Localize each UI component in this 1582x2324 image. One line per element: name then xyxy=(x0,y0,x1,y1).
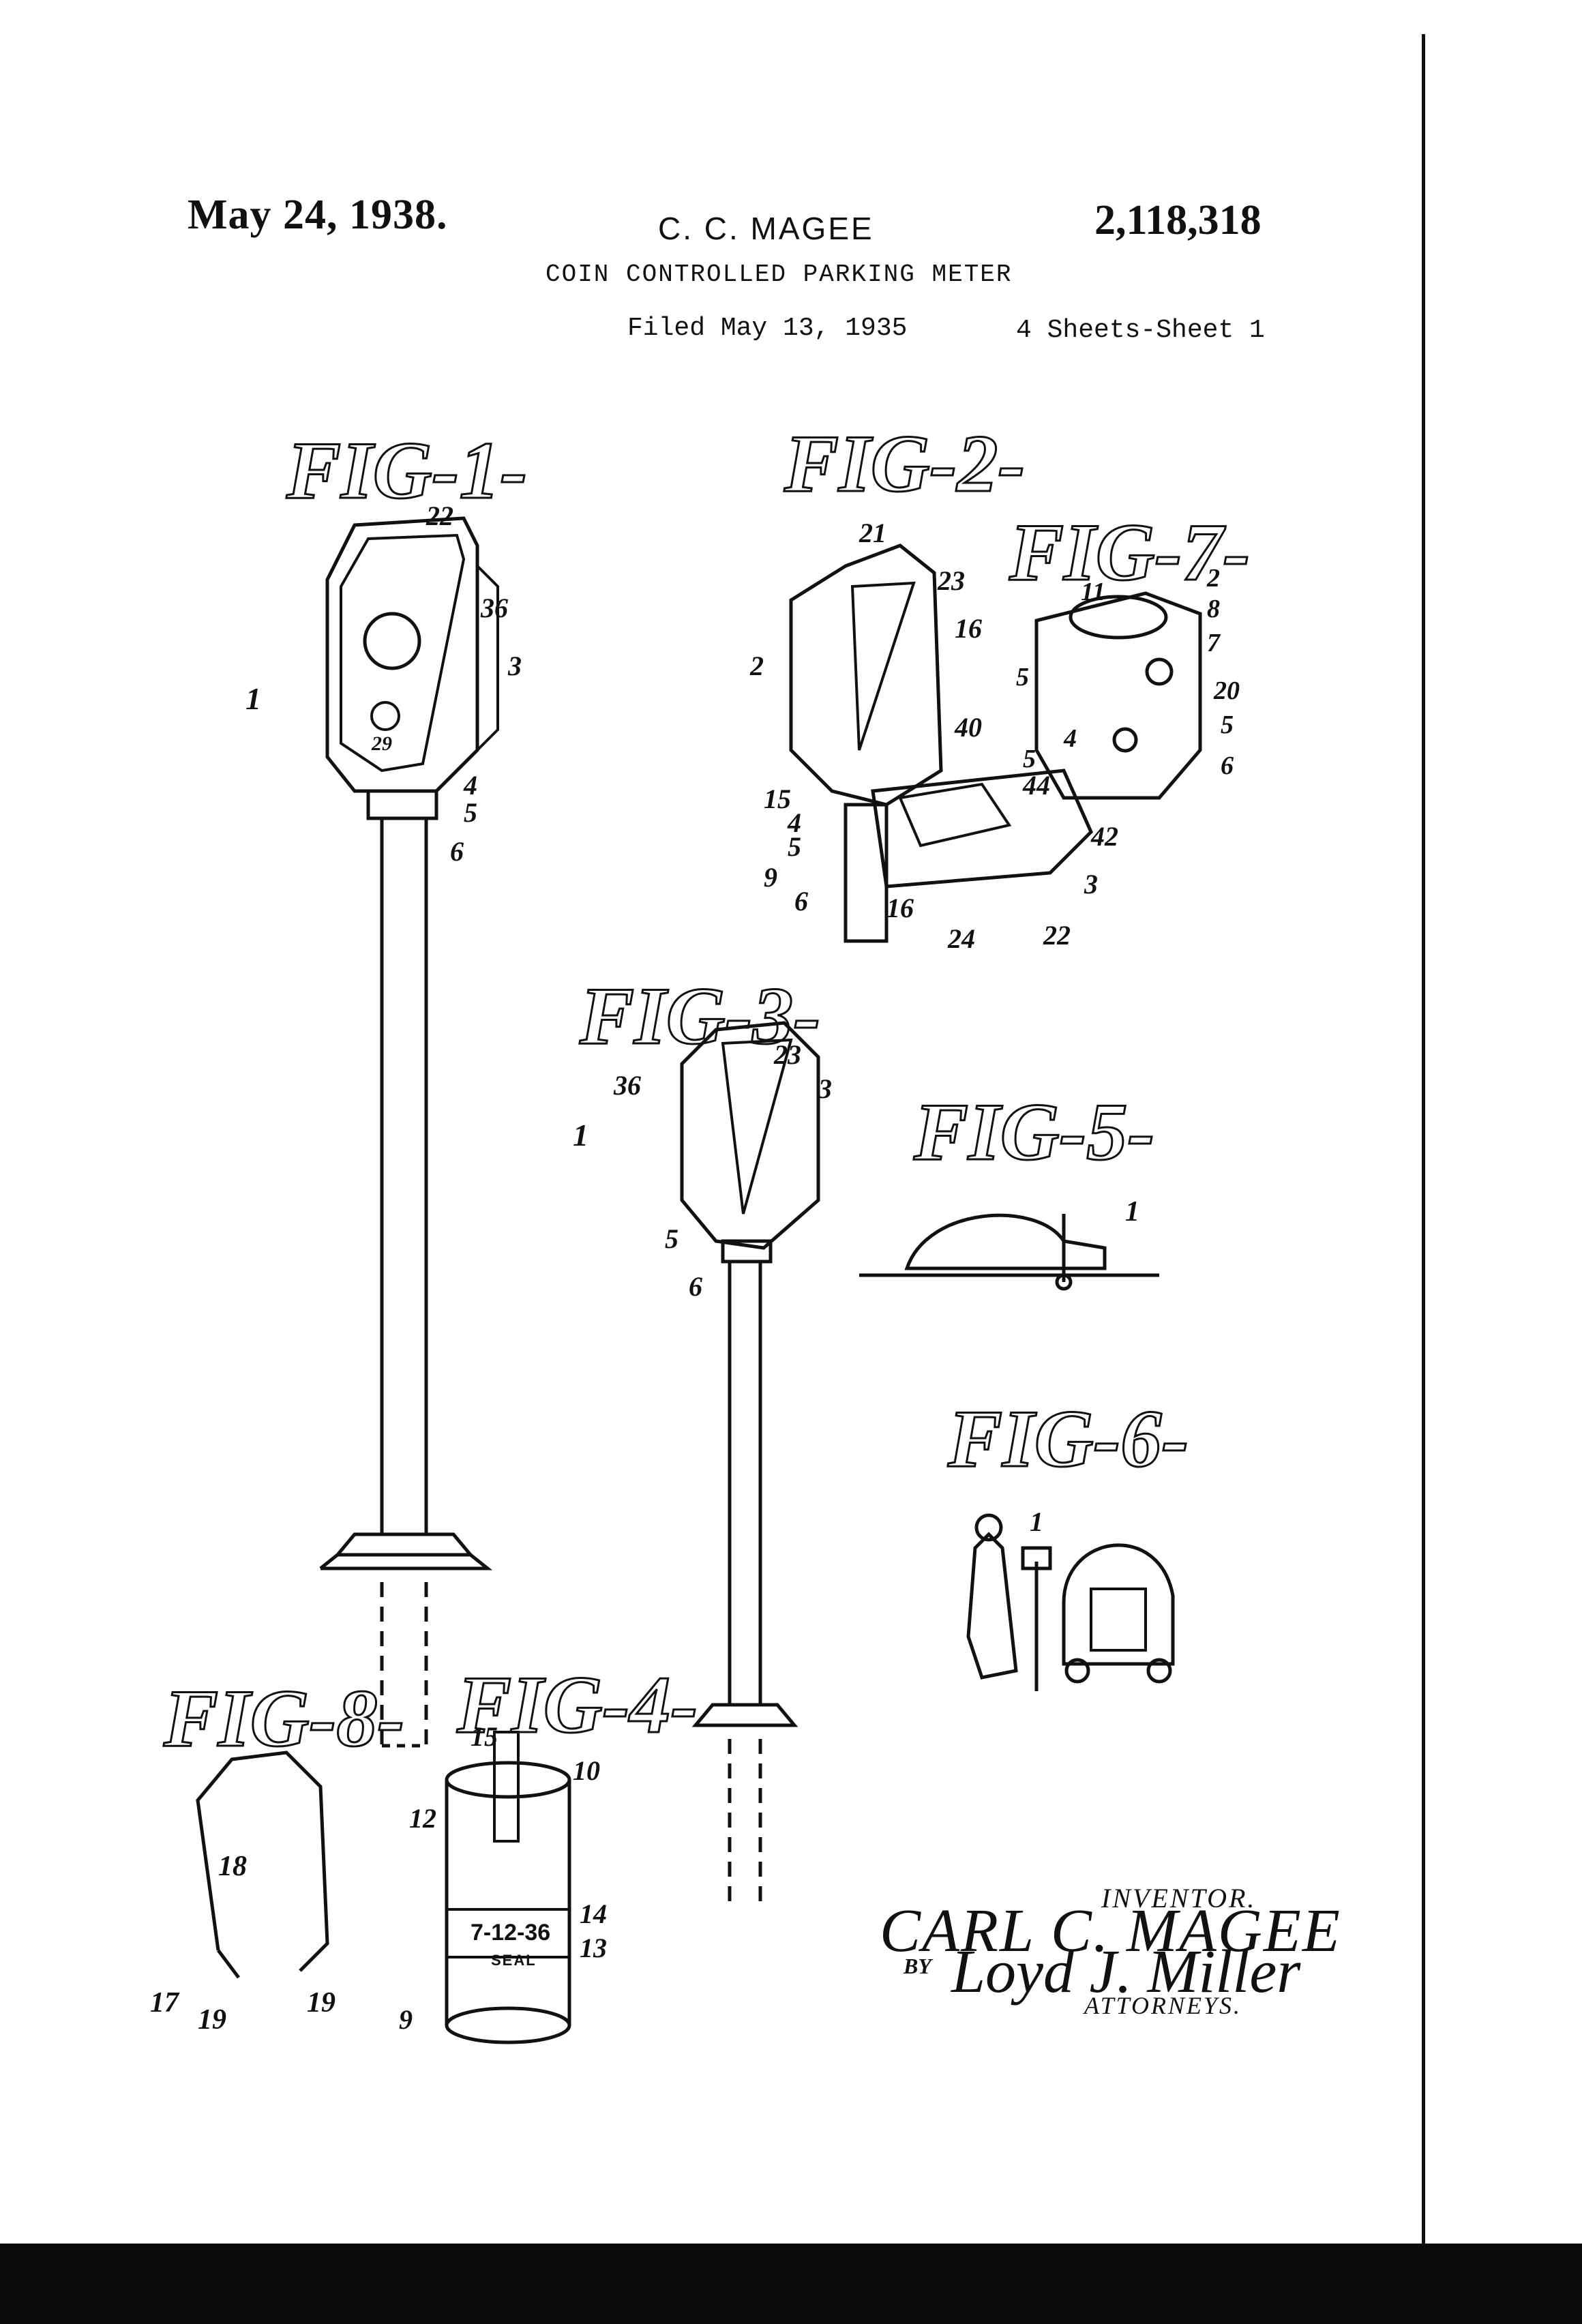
fig7-drawing: 11 2 8 7 20 5 6 5 4 5 xyxy=(1016,564,1240,800)
svg-text:5: 5 xyxy=(1016,663,1029,691)
fig8-drawing: 18 17 19 19 xyxy=(150,1751,335,2036)
by-label: BY xyxy=(904,1954,931,1978)
svg-text:36: 36 xyxy=(613,1070,641,1101)
svg-text:22: 22 xyxy=(1043,920,1071,951)
fig4-drawing: 15 10 12 14 13 9 xyxy=(399,1721,607,2044)
svg-text:10: 10 xyxy=(573,1755,600,1786)
svg-text:9: 9 xyxy=(399,2004,413,2035)
filed-date: Filed May 13, 1935 xyxy=(627,314,908,343)
svg-text:14: 14 xyxy=(580,1898,607,1929)
svg-text:21: 21 xyxy=(859,518,886,548)
svg-text:5: 5 xyxy=(1221,711,1234,739)
svg-text:4: 4 xyxy=(787,807,801,838)
svg-text:13: 13 xyxy=(580,1933,607,1963)
fig5-drawing: 1 xyxy=(859,1196,1159,1291)
svg-text:29: 29 xyxy=(371,732,392,755)
fig7-label: FIG-7- xyxy=(1009,507,1250,597)
fig6-label: FIG-6- xyxy=(947,1393,1189,1484)
fig1-drawing: 1 22 36 3 4 5 6 29 xyxy=(245,501,522,1748)
fig3-drawing: 23 3 36 1 5 6 xyxy=(573,1021,832,1909)
inventor-label: INVENTOR. xyxy=(1101,1883,1257,1913)
svg-text:1: 1 xyxy=(1125,1196,1139,1227)
svg-text:1: 1 xyxy=(573,1118,588,1152)
sheet-count: 4 Sheets-Sheet 1 xyxy=(1016,316,1265,345)
svg-text:22: 22 xyxy=(426,501,453,531)
svg-text:20: 20 xyxy=(1213,676,1240,705)
patent-drawings: FIG-1- FIG-2- FIG-7- FIG-3- FIG-5- FIG-6… xyxy=(150,417,1251,2044)
svg-text:1: 1 xyxy=(1030,1506,1043,1537)
fig1-label: FIG-1- xyxy=(286,425,527,516)
svg-text:6: 6 xyxy=(450,836,464,867)
inventor-signature: CARL C. MAGEE xyxy=(880,1897,1341,1965)
svg-text:23: 23 xyxy=(773,1039,801,1070)
svg-text:16: 16 xyxy=(886,893,914,923)
svg-text:44: 44 xyxy=(1022,770,1050,801)
svg-text:11: 11 xyxy=(1081,578,1105,606)
fig6-drawing: 1 xyxy=(966,1506,1175,1691)
svg-text:2: 2 xyxy=(749,651,764,681)
svg-text:23: 23 xyxy=(937,565,965,596)
svg-text:5: 5 xyxy=(788,831,801,862)
svg-text:40: 40 xyxy=(954,712,982,743)
fig4-label: FIG-4- xyxy=(456,1659,698,1750)
svg-text:16: 16 xyxy=(955,613,982,644)
fig8-label: FIG-8- xyxy=(163,1673,404,1763)
svg-text:6: 6 xyxy=(689,1271,702,1302)
fig2-label: FIG-2- xyxy=(783,418,1025,509)
svg-text:5: 5 xyxy=(464,797,477,828)
svg-text:1: 1 xyxy=(245,681,261,716)
svg-text:3: 3 xyxy=(1084,869,1098,899)
patent-date: May 24, 1938. xyxy=(188,192,448,238)
svg-text:12: 12 xyxy=(409,1803,436,1834)
svg-text:2: 2 xyxy=(1206,564,1220,593)
svg-text:5: 5 xyxy=(665,1223,678,1254)
svg-text:4: 4 xyxy=(463,770,477,801)
svg-text:9: 9 xyxy=(764,862,777,893)
seal-label: SEAL xyxy=(491,1952,537,1969)
svg-text:7: 7 xyxy=(1207,629,1221,657)
svg-text:24: 24 xyxy=(947,923,975,954)
fig2-drawing: 21 23 16 2 40 44 42 3 22 24 16 15 4 5 9 … xyxy=(749,518,1118,954)
attorneys-label: ATTORNEYS. xyxy=(1084,1992,1242,2019)
right-border-line xyxy=(1422,34,1425,2244)
svg-text:6: 6 xyxy=(1221,751,1234,780)
svg-text:8: 8 xyxy=(1207,595,1220,623)
svg-text:3: 3 xyxy=(507,651,522,681)
svg-text:4: 4 xyxy=(1063,724,1077,753)
svg-text:15: 15 xyxy=(764,784,791,814)
bottom-scan-bar xyxy=(0,2244,1582,2324)
svg-text:36: 36 xyxy=(480,593,508,623)
svg-text:5: 5 xyxy=(1023,745,1036,773)
seal-date: 7-12-36 xyxy=(471,1920,551,1946)
svg-text:6: 6 xyxy=(794,886,808,917)
svg-text:18: 18 xyxy=(218,1851,247,1882)
svg-text:19: 19 xyxy=(307,1987,335,2018)
svg-text:3: 3 xyxy=(818,1073,832,1104)
svg-text:19: 19 xyxy=(198,2004,226,2036)
fig5-label: FIG-5- xyxy=(913,1086,1154,1177)
svg-text:17: 17 xyxy=(150,1987,180,2018)
attorney-signature: Loyd J. Miller xyxy=(951,1938,1301,2006)
svg-text:42: 42 xyxy=(1090,821,1118,852)
inventor-name: C. C. MAGEE xyxy=(658,211,874,246)
patent-title: COIN CONTROLLED PARKING METER xyxy=(546,260,1013,288)
patent-number: 2,118,318 xyxy=(1094,197,1262,243)
svg-text:15: 15 xyxy=(471,1721,498,1752)
